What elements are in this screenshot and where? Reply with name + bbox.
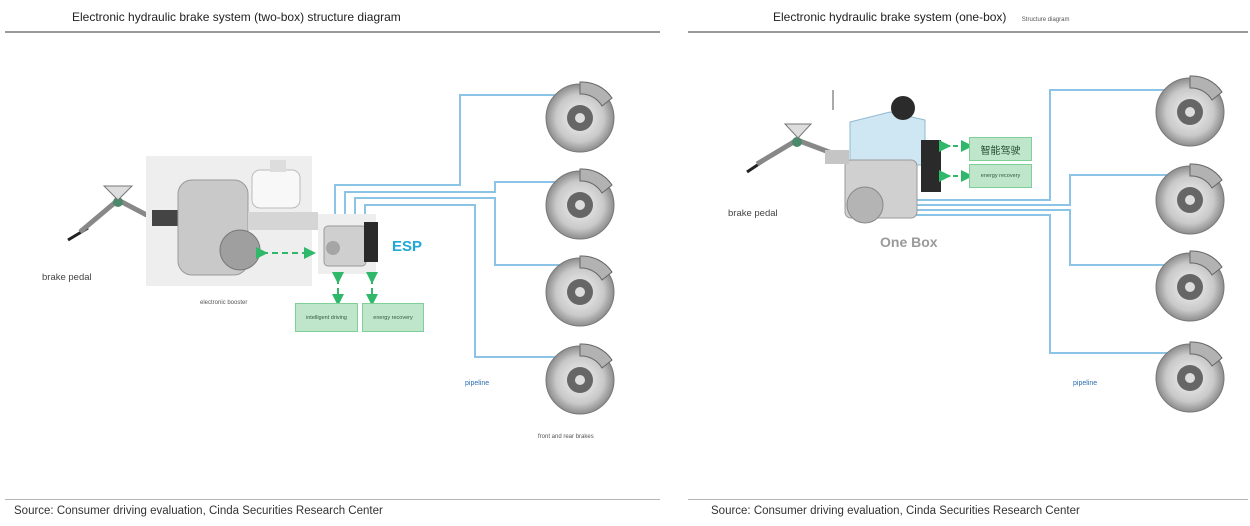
- one-box-diagram: [746, 75, 1225, 413]
- energy-recovery-box: energy recovery: [969, 164, 1032, 188]
- one-box-title-sub: Structure diagram: [1021, 17, 1070, 23]
- brake-pedal-label: brake pedal: [728, 208, 778, 219]
- brake-disc-4: [1155, 341, 1225, 413]
- brake-pedal-label: brake pedal: [42, 272, 92, 283]
- esp-unit-graphic: [318, 214, 378, 274]
- intelligent-driving-box: 智能驾驶: [969, 137, 1032, 161]
- energy-recovery-box: energy recovery: [362, 303, 424, 332]
- brake-disc-2: [1155, 163, 1225, 235]
- brake-disc-3: [545, 255, 615, 327]
- title-divider: [5, 31, 660, 33]
- pipeline-label: pipeline: [1073, 380, 1098, 387]
- source-divider: [5, 499, 660, 500]
- esp-label: ESP: [392, 238, 423, 255]
- two-box-diagram: [67, 81, 615, 415]
- one-box-title: Electronic hydraulic brake system (one-b…: [773, 10, 1069, 24]
- brake-disc-1: [545, 81, 615, 153]
- pipeline-lines: [910, 89, 1175, 354]
- pipeline-label: pipeline: [465, 380, 490, 387]
- front-rear-brakes-label: front and rear brakes: [538, 434, 594, 440]
- brake-disc-4: [545, 343, 615, 415]
- brake-disc-2: [545, 168, 615, 240]
- signal-arrows: [939, 140, 973, 182]
- brake-pedal-graphic: [746, 123, 846, 174]
- two-box-title: Electronic hydraulic brake system (two-b…: [72, 10, 401, 24]
- one-box-label: One Box: [880, 234, 938, 250]
- intelligent-driving-box: intelligent driving: [295, 303, 358, 332]
- source-divider: [688, 499, 1248, 500]
- electronic-booster-graphic: [146, 156, 318, 286]
- two-box-panel: Electronic hydraulic brake system (two-b…: [5, 10, 660, 517]
- signal-arrows: [256, 247, 378, 306]
- brake-disc-1: [1155, 75, 1225, 147]
- one-box-title-main: Electronic hydraulic brake system (one-b…: [773, 10, 1007, 24]
- one-box-panel: Electronic hydraulic brake system (one-b…: [685, 0, 1250, 526]
- one-box-unit-graphic: [825, 90, 941, 224]
- electronic-booster-label: electronic booster: [200, 300, 248, 306]
- brake-disc-3: [1155, 250, 1225, 322]
- title-divider: [688, 31, 1248, 33]
- source-note: Source: Consumer driving evaluation, Cin…: [14, 505, 383, 517]
- source-note: Source: Consumer driving evaluation, Cin…: [711, 505, 1080, 517]
- pipeline-lines: [334, 94, 560, 358]
